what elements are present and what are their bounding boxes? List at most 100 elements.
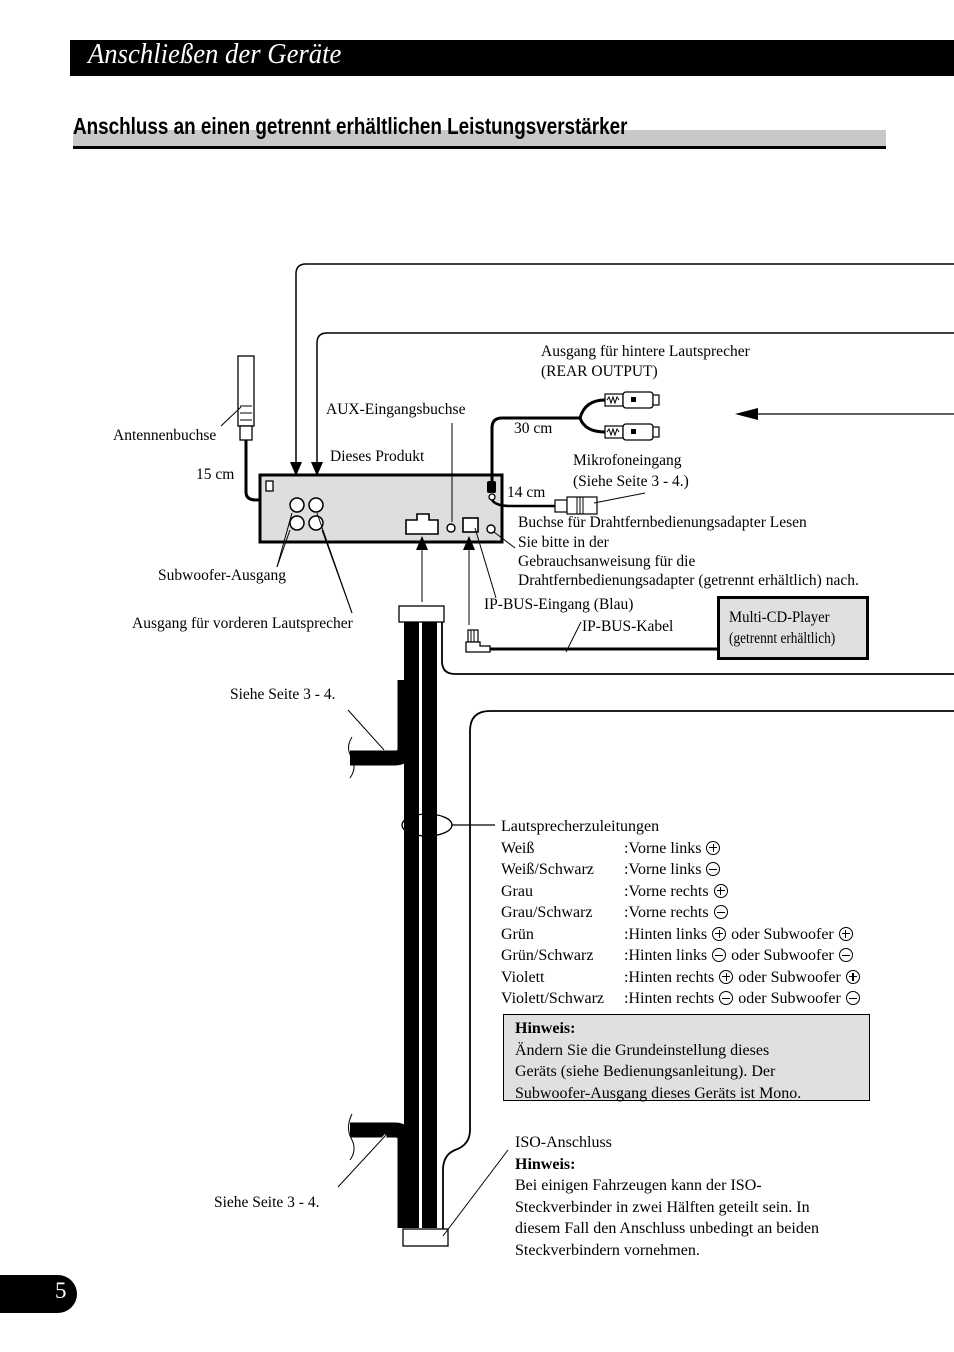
see-page-label-bottom: Siehe Seite 3 - 4. xyxy=(214,1194,320,1211)
microphone-label: Mikrofoneingang xyxy=(573,452,682,469)
note-heading: Hinweis: xyxy=(515,1020,576,1037)
rca-jack xyxy=(289,497,305,513)
minus-circle-icon xyxy=(838,948,853,962)
page-number: 5 xyxy=(55,1278,67,1303)
speaker-lead-row: Violett/Schwarz :Hinten rechts oder Subwo… xyxy=(501,988,861,1010)
rear-output-cable xyxy=(490,416,580,482)
remote-jack xyxy=(486,524,496,534)
iso-note-line: Steckverbindern vornehmen. xyxy=(515,1241,700,1259)
length-30cm-label: 30 cm xyxy=(514,420,553,437)
chapter-header-bar xyxy=(70,40,954,76)
aux-input-label: AUX-Eingangsbuchse xyxy=(326,401,466,418)
section-title: Anschluss an einen getrennt erhältlichen… xyxy=(73,113,628,139)
speaker-lead-row: Grün :Hinten links oder Subwoofer xyxy=(501,924,861,946)
wire-function-text: :Hinten rechts xyxy=(624,968,719,986)
wire-color: Grau xyxy=(501,882,533,900)
ipbus-socket xyxy=(462,517,479,533)
note-line: Geräts (siehe Bedienungsanleitung). Der xyxy=(515,1063,776,1080)
iso-socket xyxy=(405,513,439,535)
multi-cd-player-sublabel: (getrennt erhältlich) xyxy=(729,630,836,647)
plus-circle-icon xyxy=(706,840,721,855)
wire-function-text: :Hinten links xyxy=(624,947,712,964)
wire-color: Violett/Schwarz xyxy=(501,990,605,1007)
wire-function: :Hinten links oder Subwoofer xyxy=(624,945,854,967)
iso-note-line: diesem Fall den Anschluss unbedingt an b… xyxy=(515,1220,819,1237)
speaker-lead-row: Violett :Hinten rechts oder Subwoofer xyxy=(501,967,861,989)
antenna-label: Antennenbuchse xyxy=(113,427,217,444)
wire-function-text: oder Subwoofer xyxy=(734,990,845,1007)
harness-wire xyxy=(404,622,419,1228)
iso-note-line: Steckverbinder in zwei Hälften geteilt s… xyxy=(515,1198,810,1216)
wire-function-text: :Hinten rechts xyxy=(624,990,719,1007)
arrow-head-icon xyxy=(311,462,323,476)
arrow-head-left-icon xyxy=(735,408,758,420)
wire-function: :Vorne links xyxy=(624,859,721,881)
rear-output-label-sub: (REAR OUTPUT) xyxy=(541,363,658,380)
harness-top-connector xyxy=(398,605,445,623)
iso-note-line: Bei einigen Fahrzeugen kann der ISO- xyxy=(515,1177,762,1194)
rca-jack xyxy=(308,497,324,513)
chapter-title: Anschließen der Geräte xyxy=(88,38,342,70)
microphone-plug-icon xyxy=(554,496,598,515)
rca-plug-icon xyxy=(604,391,660,409)
multi-cd-player-label: Multi-CD-Player xyxy=(729,609,830,626)
speaker-lead-row: Weiß/Schwarz:Vorne links xyxy=(501,859,861,881)
iso-title: ISO-Anschluss xyxy=(515,1134,612,1151)
speaker-leads-title: Lautsprecherzuleitungen xyxy=(501,818,660,835)
minus-circle-icon xyxy=(845,991,860,1005)
wire-function-text: :Vorne rechts xyxy=(624,904,713,921)
speaker-lead-row: Grau/Schwarz:Vorne rechts xyxy=(501,902,861,924)
wire-color: Grün/Schwarz xyxy=(501,947,594,964)
wire-function: :Hinten links oder Subwoofer xyxy=(624,924,854,946)
wire-function: :Vorne links xyxy=(624,838,721,860)
minus-circle-icon xyxy=(706,862,721,876)
page-number-tab xyxy=(0,1275,77,1313)
wire-function: :Vorne rechts xyxy=(624,902,729,924)
minus-circle-icon xyxy=(713,905,728,919)
remote-adapter-label: Buchse für Drahtfernbedienungsadapter Le… xyxy=(518,514,807,531)
remote-adapter-label-3: Gebrauchsanweisung für die xyxy=(518,553,696,570)
thin-wire xyxy=(442,710,954,1229)
remote-adapter-label-4: Drahtfernbedienungsadapter (getrennt erh… xyxy=(518,572,859,589)
ipbus-plug-icon xyxy=(465,629,491,653)
ipbus-input-label: IP-BUS-Eingang (Blau) xyxy=(484,596,634,613)
iso-connector xyxy=(402,1228,449,1247)
thin-wire xyxy=(441,622,954,675)
rca-jack xyxy=(289,515,305,531)
plus-circle-icon xyxy=(712,926,727,941)
antenna-plug xyxy=(237,355,255,427)
plus-circle-icon xyxy=(838,926,853,941)
microphone-label-sub: (Siehe Seite 3 - 4.) xyxy=(573,473,689,490)
see-page-label-top: Siehe Seite 3 - 4. xyxy=(230,686,336,703)
guide-line-top xyxy=(295,263,954,470)
wire-function: :Hinten rechts oder Subwoofer xyxy=(624,967,861,989)
length-14cm-label: 14 cm xyxy=(507,484,546,501)
microphone-cable xyxy=(490,499,555,508)
wire-function: :Hinten rechts oder Subwoofer xyxy=(624,988,861,1010)
wire-color: Grün xyxy=(501,925,534,943)
rca-plug-icon xyxy=(604,423,660,441)
harness-branch-top xyxy=(350,680,413,766)
harness-branch-bottom xyxy=(350,1122,413,1228)
plus-circle-icon xyxy=(719,969,734,984)
speaker-lead-row: Grau :Vorne rechts xyxy=(501,881,861,903)
wire-function-text: oder Subwoofer xyxy=(727,925,838,943)
aux-jack xyxy=(446,523,456,533)
wire-function-text: :Vorne links xyxy=(624,839,706,857)
note-line: Ändern Sie die Grundeinstellung dieses xyxy=(515,1041,770,1059)
section-title-band xyxy=(73,130,886,146)
guide-line-second xyxy=(316,332,954,470)
speaker-lead-row: Grün/Schwarz :Hinten links oder Subwoofer xyxy=(501,945,861,967)
minus-circle-icon xyxy=(719,991,734,1005)
note-line: Subwoofer-Ausgang dieses Geräts ist Mono… xyxy=(515,1084,802,1102)
section-title-rule xyxy=(73,146,886,149)
iso-note: ISO-Anschluss Hinweis: Bei einigen Fahrz… xyxy=(515,1132,819,1261)
wire-function-text: oder Subwoofer xyxy=(734,968,845,986)
wire-color: Violett xyxy=(501,968,545,986)
wire-function: :Vorne rechts xyxy=(624,881,729,903)
wire-function-text: :Vorne rechts xyxy=(624,882,713,900)
this-product-label: Dieses Produkt xyxy=(330,448,425,465)
speaker-lead-row: Weiß :Vorne links xyxy=(501,838,861,860)
wire-color: Weiß xyxy=(501,839,535,857)
